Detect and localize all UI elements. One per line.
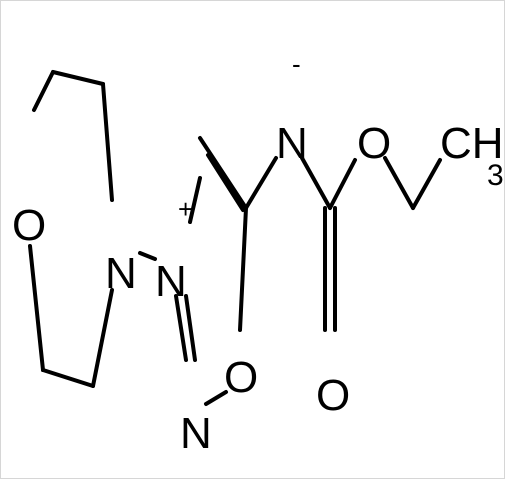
bond-namide-ccarbonyl [300, 156, 332, 210]
bond-o-n [204, 390, 228, 406]
atom-ring-n-plus: N [155, 257, 187, 306]
bond-morph-n-c3 [91, 288, 114, 388]
bond-ch2-ch3 [411, 158, 442, 210]
bond-morph-c1-c2 [51, 70, 105, 86]
charge-plus: + [178, 194, 193, 224]
bond-nplus-n-b [184, 294, 197, 362]
atom-amide-n: N [276, 119, 308, 168]
atom-carbonyl-o: O [316, 371, 350, 420]
atom-ester-o: O [357, 119, 391, 168]
atom-morpholine-o: O [12, 201, 46, 250]
bond-oester-ch2 [383, 156, 415, 210]
atom-methyl-ch: CH [440, 119, 504, 168]
bond-c4-c5-outer [198, 136, 248, 210]
bond-n-n-plus [138, 251, 157, 261]
oxadiazole-ring-bonds [174, 136, 248, 406]
bond-ccarbonyl-oester [328, 158, 357, 210]
bond-morph-o-c1 [32, 70, 55, 112]
bond-c5-namide [244, 156, 278, 210]
charge-minus: - [292, 49, 301, 79]
bond-morph-c2-n [101, 82, 114, 202]
atom-methyl-subscript: 3 [487, 159, 504, 192]
bond-morph-c4-o [28, 244, 45, 372]
bond-c5-o [238, 206, 248, 332]
bond-c4-c5-inner [206, 153, 245, 212]
atom-ring-o: O [224, 353, 258, 402]
atom-morpholine-n: N [105, 249, 137, 298]
bond-nplus-c4 [188, 176, 202, 224]
bond-morph-c3-c4 [41, 368, 95, 388]
bond-nplus-n-a [174, 294, 188, 362]
morpholine-ring-bonds [28, 70, 114, 388]
carbamate-chain-bonds [244, 156, 442, 332]
atom-ring-n-lower: N [180, 409, 212, 458]
